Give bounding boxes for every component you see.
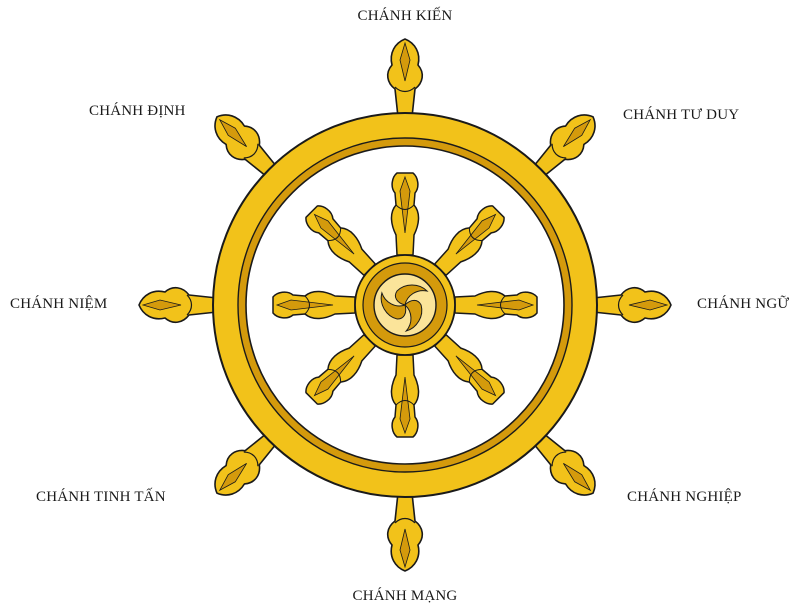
label-chanh-kien: CHÁNH KIẾN [358,8,453,25]
label-chanh-mang: CHÁNH MẠNG [353,588,458,605]
label-chanh-ngu: CHÁNH NGỮ [697,296,789,313]
label-chanh-niem: CHÁNH NIỆM [10,296,107,313]
label-chanh-tu-duy: CHÁNH TƯ DUY [623,107,739,124]
label-chanh-dinh: CHÁNH ĐỊNH [89,103,186,120]
label-chanh-tinh-tan: CHÁNH TINH TẤN [36,489,166,506]
label-chanh-nghiep: CHÁNH NGHIỆP [627,489,741,506]
